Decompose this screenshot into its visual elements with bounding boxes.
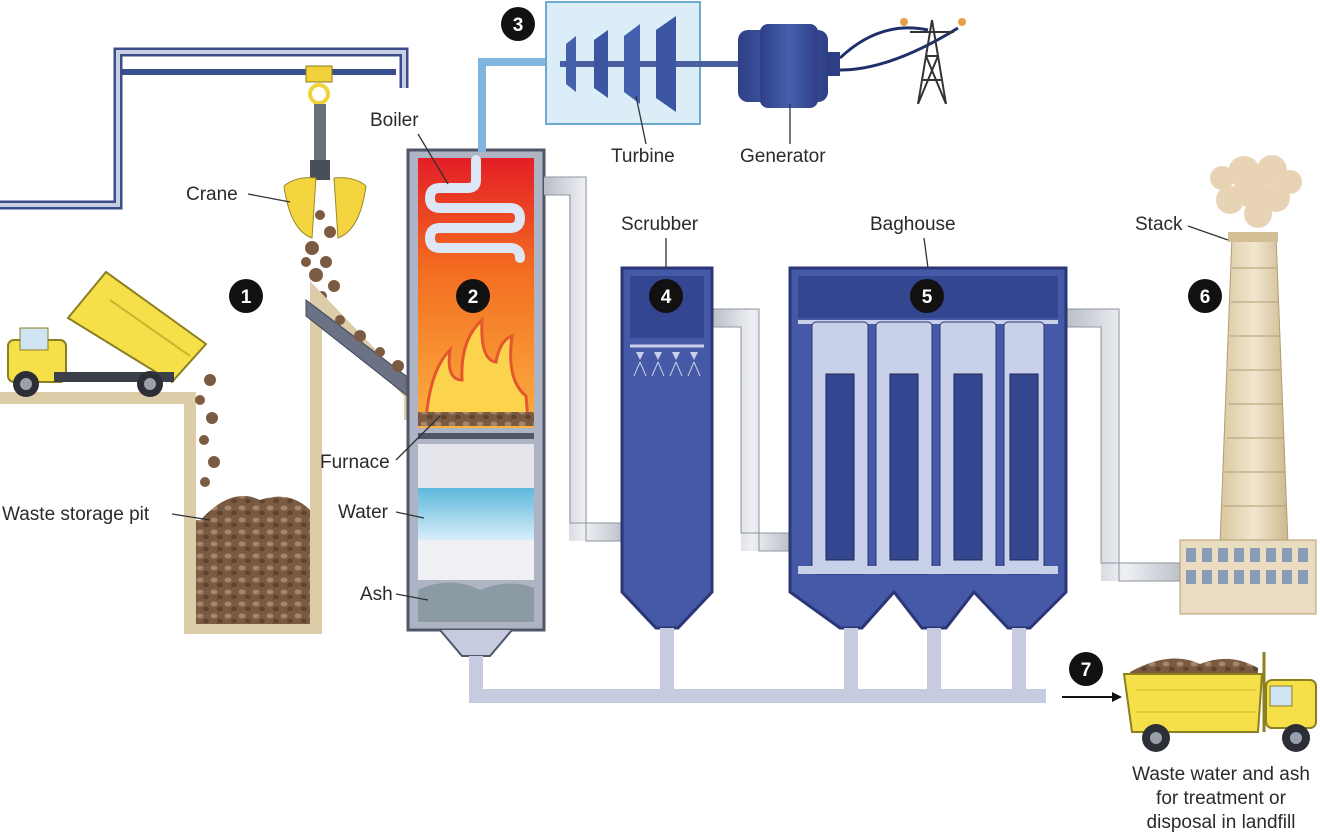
svg-text:2: 2: [468, 287, 479, 308]
ash-collection-line: [469, 628, 1046, 703]
generator-label: Generator: [740, 146, 826, 167]
stack-unit: [1179, 155, 1317, 615]
turbine-label: Turbine: [611, 146, 675, 167]
waste-pit: [0, 281, 419, 634]
svg-text:6: 6: [1200, 287, 1211, 308]
dump-truck-right: [1122, 652, 1317, 752]
svg-text:7: 7: [1081, 660, 1092, 681]
scrubber-label: Scrubber: [621, 214, 699, 235]
falling-waste: [301, 210, 340, 301]
step-marker-3: 3: [501, 7, 535, 41]
step-marker-1: 1: [229, 279, 263, 313]
baghouse-label: Baghouse: [870, 214, 956, 235]
baghouse-unit: [788, 266, 1068, 630]
crane: [283, 65, 367, 239]
svg-text:1: 1: [241, 287, 252, 308]
stack-label: Stack: [1135, 214, 1183, 235]
furnace-label: Furnace: [320, 452, 390, 473]
water-label: Water: [338, 502, 389, 523]
svg-text:for treatment or: for treatment or: [1156, 788, 1287, 809]
turbine-generator: [545, 1, 966, 125]
waste-storage-pit-label: Waste storage pit: [2, 504, 150, 525]
output-label: Waste water and ash for treatment or dis…: [1132, 764, 1310, 833]
scrubber-unit: [620, 266, 714, 630]
svg-text:disposal in landfill: disposal in landfill: [1147, 812, 1296, 833]
step-marker-7: 7: [1069, 652, 1103, 686]
boiler-label: Boiler: [370, 110, 419, 131]
svg-text:Waste water and ash: Waste water and ash: [1132, 764, 1310, 785]
crane-label: Crane: [186, 184, 238, 205]
svg-text:4: 4: [661, 287, 672, 308]
steam-pipe: [478, 58, 548, 152]
step-marker-5: 5: [910, 279, 944, 313]
crane-rail: [0, 47, 409, 210]
boiler-furnace-unit: [406, 148, 546, 657]
svg-text:3: 3: [513, 15, 524, 36]
flue-ducts: [544, 177, 1184, 581]
dump-truck-left: [7, 270, 208, 397]
ash-label: Ash: [360, 584, 393, 605]
svg-text:5: 5: [922, 287, 933, 308]
step-marker-2: 2: [456, 279, 490, 313]
step-marker-4: 4: [649, 279, 683, 313]
step-marker-6: 6: [1188, 279, 1222, 313]
